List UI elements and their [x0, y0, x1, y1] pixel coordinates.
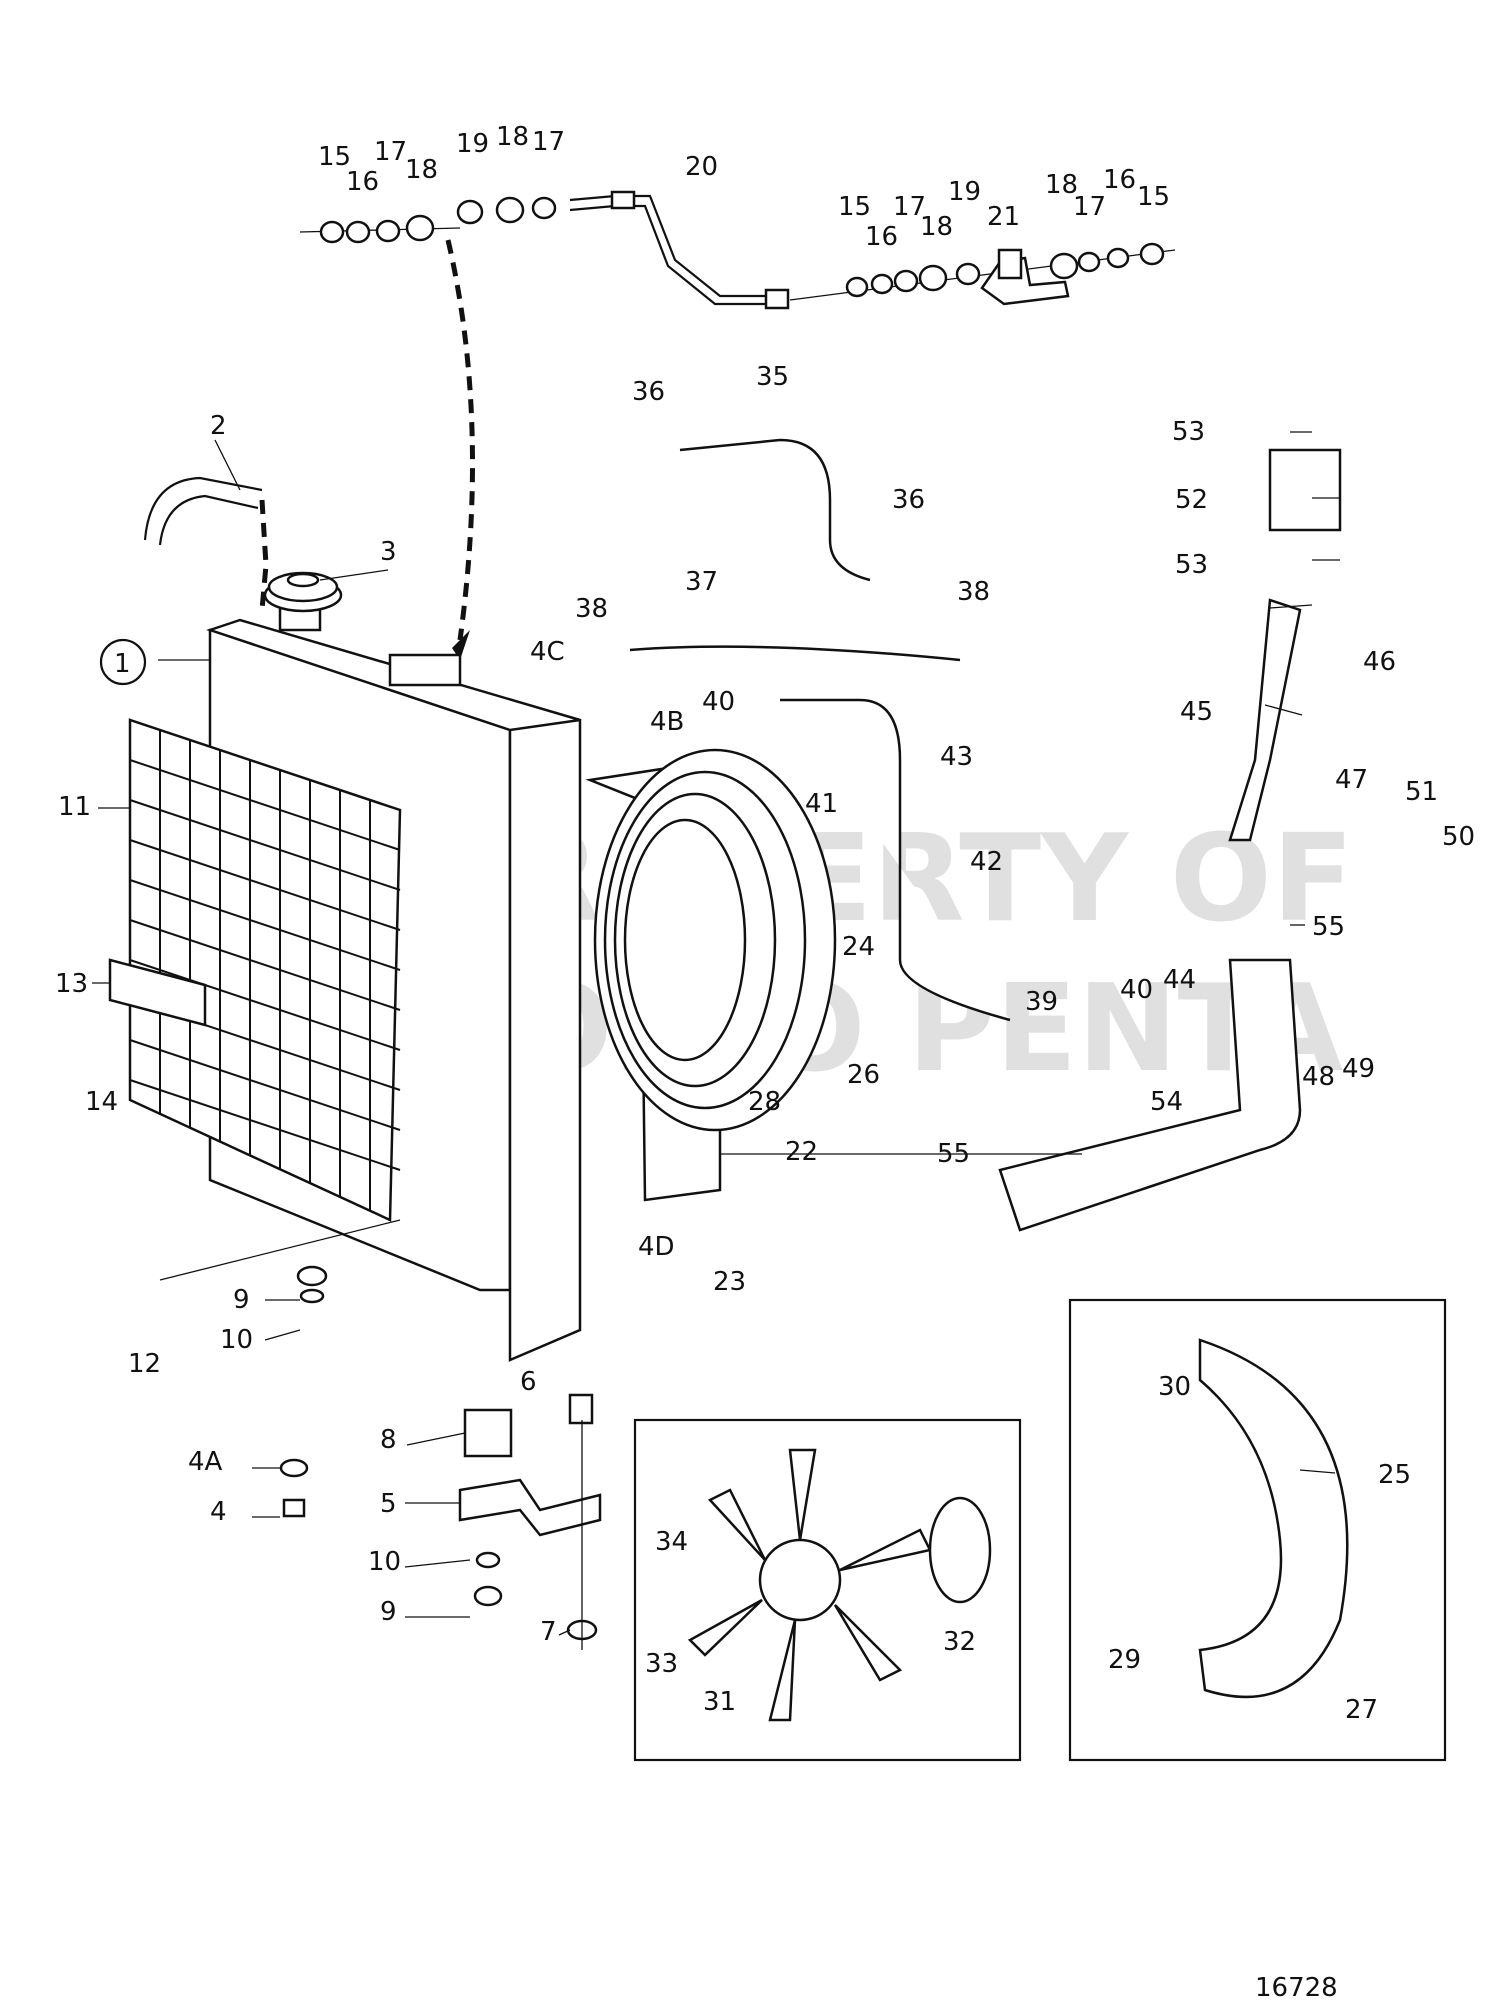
callout-41: 41: [805, 789, 838, 819]
stay-rod-assembly: [299, 190, 1176, 310]
callout-54: 54: [1150, 1087, 1183, 1117]
callout-18d: 18: [1045, 170, 1078, 200]
callout-4a: 4A: [188, 1447, 223, 1477]
callout-3: 3: [380, 537, 397, 567]
callout-35: 35: [756, 362, 789, 392]
callout-17a: 17: [374, 137, 407, 167]
mounting-hardware: [279, 1265, 602, 1650]
elbow-45: [1228, 598, 1302, 842]
callout-8: 8: [380, 1425, 397, 1455]
drawing-number: 16728: [1255, 1973, 1338, 2003]
callout-47: 47: [1335, 765, 1368, 795]
callout-44: 44: [1163, 965, 1196, 995]
callout-55b: 55: [937, 1139, 970, 1169]
callout-2: 2: [210, 411, 227, 441]
callout-27: 27: [1345, 1695, 1378, 1725]
callout-circle-1: [99, 638, 147, 686]
callout-28: 28: [748, 1087, 781, 1117]
callout-4d: 4D: [638, 1232, 675, 1262]
callout-48: 48: [1302, 1062, 1335, 1092]
callout-21: 21: [987, 202, 1020, 232]
callout-45: 45: [1180, 697, 1213, 727]
callout-20: 20: [685, 152, 718, 182]
callout-7: 7: [540, 1617, 557, 1647]
callout-11: 11: [58, 792, 91, 822]
hose-35: [679, 438, 871, 582]
callout-17d: 17: [1073, 192, 1106, 222]
callout-49: 49: [1342, 1054, 1375, 1084]
callout-24: 24: [842, 932, 875, 962]
callout-29: 29: [1108, 1645, 1141, 1675]
callout-12: 12: [128, 1349, 161, 1379]
callout-31: 31: [703, 1687, 736, 1717]
callout-40a: 40: [702, 687, 735, 717]
fan-inset: [633, 1418, 1022, 1762]
callout-22: 22: [785, 1137, 818, 1167]
callout-46: 46: [1363, 647, 1396, 677]
callout-53a: 53: [1172, 417, 1205, 447]
overflow-hose: [143, 476, 263, 541]
callout-19b: 19: [948, 177, 981, 207]
callout-9b: 9: [380, 1597, 397, 1627]
callout-14: 14: [85, 1087, 118, 1117]
callout-10b: 10: [368, 1547, 401, 1577]
hose-41: [780, 698, 1011, 1022]
callout-37: 37: [685, 567, 718, 597]
callout-1: 1: [114, 649, 131, 679]
callout-16c: 16: [1103, 165, 1136, 195]
callout-6: 6: [520, 1367, 537, 1397]
callout-38a: 38: [575, 594, 608, 624]
hose-52: [1268, 448, 1342, 532]
callout-50: 50: [1442, 822, 1475, 852]
callout-4: 4: [210, 1497, 227, 1527]
callout-40b: 40: [1120, 975, 1153, 1005]
callout-9a: 9: [233, 1285, 250, 1315]
callout-16b: 16: [865, 222, 898, 252]
callout-15a: 15: [318, 142, 351, 172]
callout-13: 13: [55, 969, 88, 999]
callout-23: 23: [713, 1267, 746, 1297]
callout-43: 43: [940, 742, 973, 772]
callout-30: 30: [1158, 1372, 1191, 1402]
callout-52: 52: [1175, 485, 1208, 515]
callout-19a: 19: [456, 129, 489, 159]
callout-17b: 17: [532, 127, 565, 157]
callout-16a: 16: [346, 167, 379, 197]
callout-18b: 18: [496, 122, 529, 152]
fan-blades: [687, 1448, 992, 1722]
callout-32: 32: [943, 1627, 976, 1657]
grille: [128, 718, 402, 1222]
callout-25: 25: [1378, 1460, 1411, 1490]
leader-lines: [92, 431, 1340, 1636]
fan-shroud: [585, 748, 837, 1202]
callout-39: 39: [1025, 987, 1058, 1017]
callout-36a: 36: [632, 377, 665, 407]
callout-33: 33: [645, 1649, 678, 1679]
fan-guard: [1198, 1338, 1349, 1699]
hose-37: [629, 645, 961, 662]
callout-18a: 18: [405, 155, 438, 185]
dashed-arrow-20: [445, 239, 475, 641]
callout-36b: 36: [892, 485, 925, 515]
callout-4c: 4C: [530, 637, 565, 667]
callout-53b: 53: [1175, 550, 1208, 580]
callout-4b: 4B: [650, 707, 684, 737]
callout-34: 34: [655, 1527, 688, 1557]
callout-38b: 38: [957, 577, 990, 607]
fan-guard-inset: [1068, 1298, 1447, 1762]
callout-15b: 15: [838, 192, 871, 222]
callout-15c: 15: [1137, 182, 1170, 212]
callout-labels: 1 2 3 4 4A 4B 4C 4D 5 6 7 8 9 9 10 10 11…: [55, 122, 1475, 2003]
callout-51: 51: [1405, 777, 1438, 807]
callout-26: 26: [847, 1060, 880, 1090]
hose-54: [998, 958, 1302, 1232]
callout-17c: 17: [893, 192, 926, 222]
nameplate: [108, 958, 207, 1027]
callout-10a: 10: [220, 1325, 253, 1355]
callout-42: 42: [970, 847, 1003, 877]
callout-18c: 18: [920, 212, 953, 242]
callout-5: 5: [380, 1489, 397, 1519]
callout-55a: 55: [1312, 912, 1345, 942]
